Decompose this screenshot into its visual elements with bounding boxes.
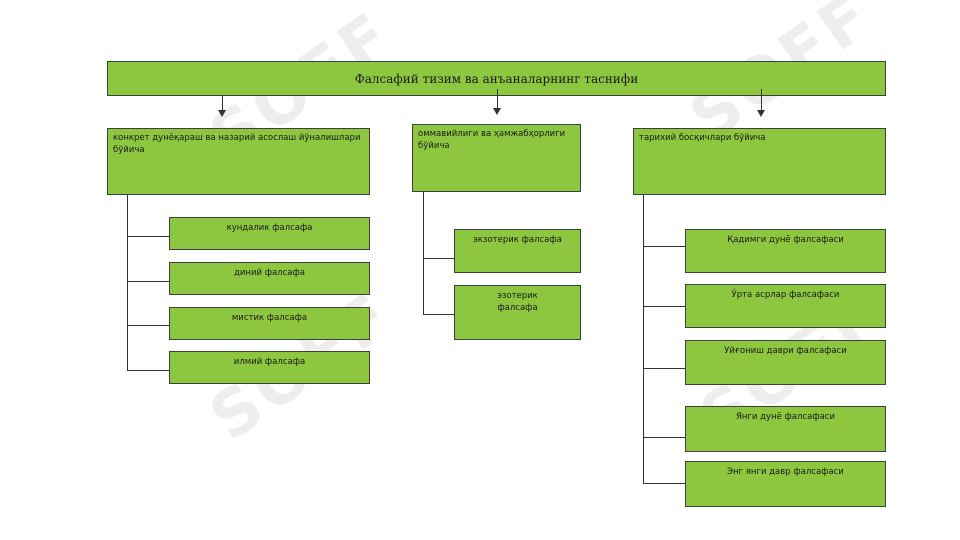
node-exoteric-philosophy: экзотерик фалсафа (454, 229, 581, 273)
connector (127, 281, 169, 282)
node-everyday-philosophy: кундалик фалсафа (169, 217, 370, 250)
arrow-head (218, 110, 226, 117)
node-scientific-philosophy: илмий фалсафа (169, 351, 370, 384)
diagram-title: Фалсафий тизим ва анъаналарнинг таснифи (107, 61, 886, 96)
category-worldview: конкрет дунёқараш ва назарий асослаш йўн… (107, 128, 370, 195)
node-renaissance-philosophy: Уйғониш даври фалсафаси (685, 340, 886, 385)
connector (643, 483, 685, 484)
connector (497, 89, 498, 109)
node-newest-era-philosophy: Энг янги давр фалсафаси (685, 461, 886, 507)
connector (127, 325, 169, 326)
connector (423, 192, 424, 314)
node-religious-philosophy: диний фалсафа (169, 262, 370, 295)
connector (643, 306, 685, 307)
category-historical: тарихий босқичлари бўйича (633, 128, 886, 195)
connector (643, 437, 685, 438)
connector (222, 96, 223, 111)
node-ancient-world-philosophy: Қадимги дунё фалсафаси (685, 229, 886, 273)
connector (643, 368, 685, 369)
connector (127, 195, 128, 370)
category-popularity: оммавийлиги ва ҳамжабҳорлиги бўйича (412, 124, 581, 192)
arrow-head (757, 110, 765, 117)
connector (761, 89, 762, 111)
connector (643, 195, 644, 483)
connector (423, 314, 454, 315)
node-mystic-philosophy: мистик фалсафа (169, 307, 370, 340)
node-new-world-philosophy: Янги дунё фалсафаси (685, 406, 886, 452)
connector (127, 370, 169, 371)
connector (423, 258, 454, 259)
arrow-head (493, 108, 501, 115)
connector (643, 246, 685, 247)
node-esoteric-philosophy: эзотерик фалсафа (454, 285, 581, 340)
connector (127, 236, 169, 237)
node-middle-ages-philosophy: Ўрта асрлар фалсафаси (685, 284, 886, 328)
